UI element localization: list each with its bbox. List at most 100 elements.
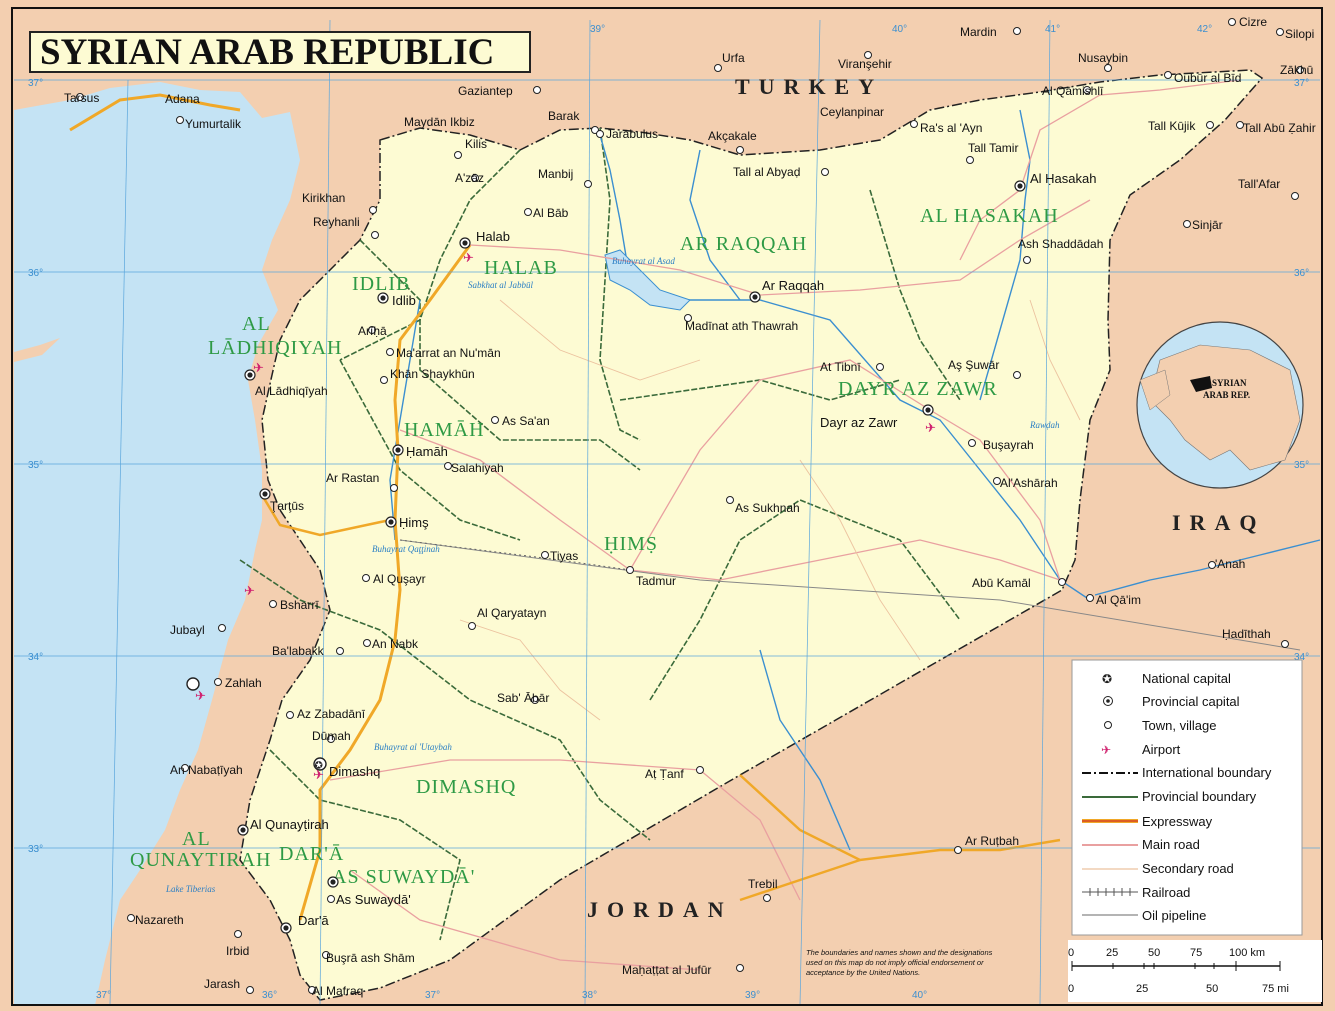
globe-label-line2: ARAB REP.	[1203, 390, 1250, 400]
disclaimer-line: acceptance by the United Nations.	[806, 968, 920, 977]
city-label: Aṭ Ṭanf	[645, 767, 684, 781]
city-label: Mardin	[960, 25, 997, 39]
lat-label: 33°	[28, 844, 43, 855]
city-label: Al Bāb	[533, 206, 569, 220]
lat-label: 35°	[1294, 460, 1309, 471]
provincial-boundaries	[239, 127, 961, 941]
legend-label: Railroad	[1142, 885, 1190, 900]
svg-text:✈: ✈	[195, 689, 206, 704]
lat-label: 35°	[28, 460, 43, 471]
mediterranean-sea	[14, 82, 300, 1005]
city-label: Madīnat ath Thawrah	[685, 319, 798, 333]
water-label: Buhayrat al 'Utaybah	[374, 742, 452, 752]
map-frame	[11, 7, 1323, 1006]
title-box	[29, 31, 531, 73]
svg-text:✈: ✈	[313, 768, 324, 783]
city-label: Maydān Ikbiz	[404, 115, 475, 129]
city-label: Kilis	[465, 137, 487, 151]
city-label: Ar Raqqah	[762, 278, 824, 293]
province-as-suwayda: AS SUWAYDĀ'	[332, 866, 475, 888]
country-turkey: TURKEY	[735, 74, 883, 99]
svg-text:✈: ✈	[925, 421, 936, 436]
legend-town-icon	[1104, 721, 1112, 729]
legend-label: National capital	[1142, 671, 1231, 686]
city-label: Zākhū	[1280, 63, 1313, 77]
city-label: Al Ḥasakah	[1030, 171, 1096, 186]
city-markers	[76, 18, 1304, 994]
city-label: Zahlah	[225, 676, 262, 690]
city-label: A'zāz	[455, 171, 484, 185]
city-label: Jubayl	[170, 623, 205, 637]
city-label: Viranşehir	[838, 57, 892, 71]
city-label: Ḥimş	[399, 515, 429, 530]
scale-bar: 0 25 50 75 100 km 0 25 50 75 mi	[1068, 940, 1322, 1002]
lon-label: 40°	[912, 990, 927, 1001]
city-label: Oubūr al Bīd	[1174, 71, 1241, 85]
city-label: Urfa	[722, 51, 745, 65]
city-label: Az Zabadānī	[297, 707, 366, 721]
scale-km-label: 0	[1068, 947, 1074, 959]
city-label: Ash Shaddādah	[1018, 237, 1103, 251]
city-label: As Suwaydā'	[336, 892, 411, 907]
city-label: Tadmur	[636, 574, 676, 588]
coordinate-labels: 39° 40° 41° 42° 37° 36° 37° 38° 39° 40° …	[28, 24, 1309, 1001]
province-hims: ḤIMṢ	[604, 533, 658, 555]
lon-label: 40°	[892, 24, 907, 35]
svg-text:✪: ✪	[315, 761, 323, 772]
city-label: Manbij	[538, 167, 573, 181]
city-label: Ceylanpinar	[820, 105, 884, 119]
province-hamah: HAMĀH	[404, 419, 485, 441]
province-al-ladhiqiyah-2: LĀDHIQIYAH	[208, 337, 342, 359]
lake-assad	[604, 249, 691, 311]
scale-km-label: 75	[1190, 947, 1202, 959]
city-label: Al Mafraq	[312, 984, 363, 998]
city-label: Yumurtalik	[185, 117, 242, 131]
legend-label: Secondary road	[1142, 861, 1234, 876]
legend-provincial-capital-icon	[1103, 696, 1113, 706]
city-label: An Nabk	[372, 637, 419, 651]
legend-label: Expressway	[1142, 814, 1213, 829]
legend-national-capital-icon: ✪	[1102, 672, 1112, 686]
disclaimer: The boundaries and names shown and the d…	[806, 948, 993, 977]
city-label: Jarash	[204, 977, 240, 991]
city-label: Buşayrah	[983, 438, 1034, 452]
city-label: An Nabaṭīyah	[170, 763, 243, 777]
city-label: Ar Rastan	[326, 471, 379, 485]
province-ar-raqqah: AR RAQQAH	[680, 233, 807, 255]
lat-label: 37°	[28, 78, 43, 89]
legend-label: Town, village	[1142, 718, 1216, 733]
city-label: Ţarţūs	[270, 499, 304, 513]
lat-label: 36°	[1294, 268, 1309, 279]
airport-markers: ✈✈✈ ✈✈✈	[195, 251, 936, 783]
city-label: As Sa'an	[502, 414, 550, 428]
lon-label: 42°	[1197, 24, 1212, 35]
rivers	[389, 109, 1321, 851]
city-label: Dūmah	[312, 729, 351, 743]
city-label: Cizre	[1239, 15, 1267, 29]
city-label: Dimashq	[329, 764, 380, 779]
city-label: Nusaybin	[1078, 51, 1128, 65]
city-label: Tall Abū Ẓahir	[1243, 121, 1316, 135]
province-al-hasakah: AL HASAKAH	[920, 205, 1059, 227]
lon-label: 37°	[96, 990, 111, 1001]
water-label: Lake Tiberias	[165, 884, 216, 894]
city-labels: Cizre Silopi Mardin Nusaybin Oubūr al Bī…	[64, 15, 1316, 998]
lon-label: 37°	[425, 990, 440, 1001]
scale-km-label: 25	[1106, 947, 1118, 959]
city-label: Al Qaryatayn	[477, 606, 546, 620]
city-label: Tall Tamir	[968, 141, 1018, 155]
legend-airport-icon: ✈	[1101, 743, 1111, 757]
lat-label: 37°	[1294, 78, 1309, 89]
scale-km-label: 100 km	[1229, 947, 1265, 959]
city-label: Salahiyah	[451, 461, 504, 475]
city-label: As Sukhnah	[735, 501, 800, 515]
city-label: Sinjār	[1192, 218, 1223, 232]
legend-label: Provincial boundary	[1142, 789, 1257, 804]
disclaimer-line: The boundaries and names shown and the d…	[806, 948, 993, 957]
province-idlib: IDLIB	[352, 273, 410, 295]
disclaimer-line: used on this map do not imply official e…	[806, 958, 984, 967]
city-label: 'Anah	[1215, 557, 1245, 571]
city-label: Tall Kūjik	[1148, 119, 1196, 133]
city-label: Ra's al 'Ayn	[920, 121, 982, 135]
